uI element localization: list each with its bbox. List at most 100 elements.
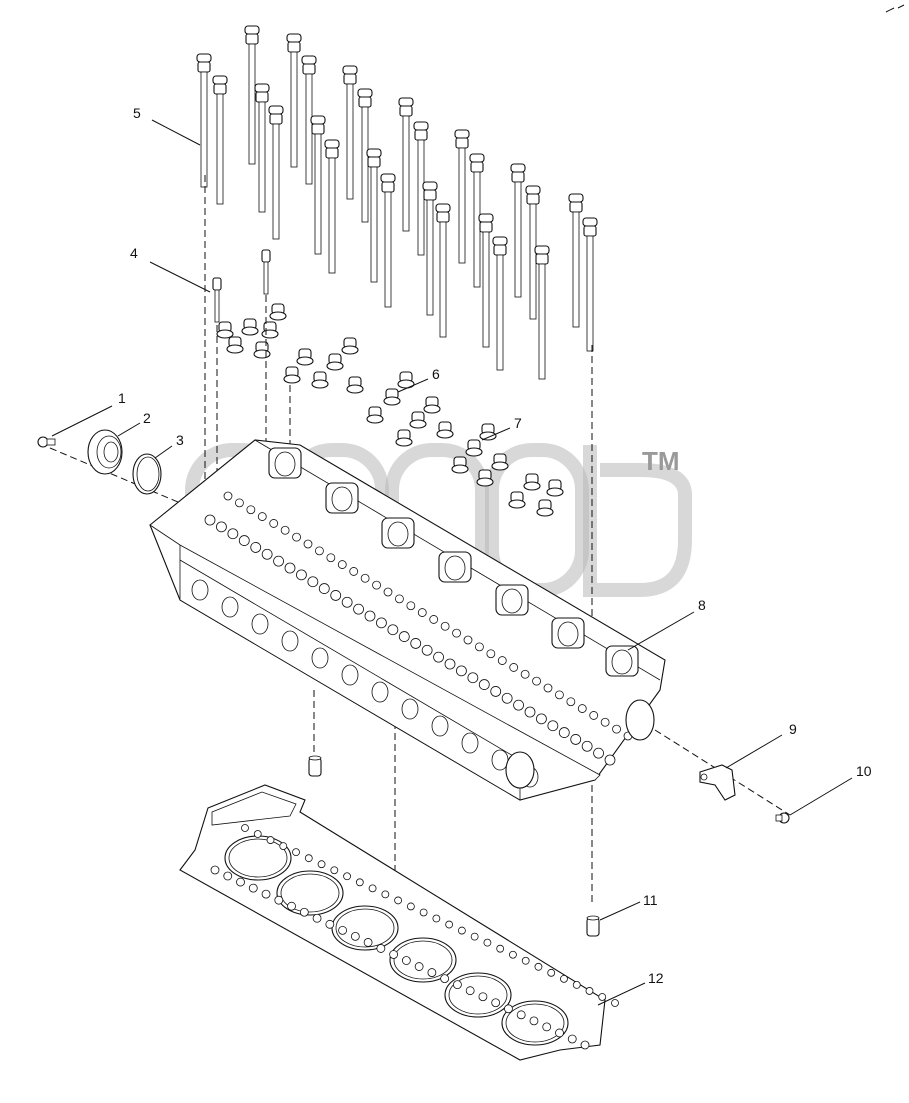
gasket-hole <box>223 871 233 881</box>
head-bolts-group <box>196 25 598 380</box>
gasket-hole <box>266 836 275 844</box>
head-hole <box>315 546 324 556</box>
valve-stem-seal <box>546 479 564 497</box>
head-hole <box>558 727 570 738</box>
short-bolt <box>212 277 222 323</box>
gasket-hole <box>389 950 399 959</box>
callout-3: 3 <box>154 432 184 459</box>
head-hole <box>524 706 536 718</box>
head-bolt <box>268 105 284 240</box>
camshaft-tower <box>381 517 415 549</box>
head-hole <box>490 686 502 697</box>
valve-stem-seal <box>226 336 244 354</box>
valve-stem-seal <box>366 406 384 424</box>
gasket-hole <box>572 980 581 989</box>
gasket-hole <box>236 877 245 887</box>
gasket-hole <box>445 920 454 929</box>
head-hole <box>520 669 530 679</box>
head-hole <box>497 656 507 665</box>
head-hole <box>216 521 227 533</box>
head-hole <box>227 528 239 540</box>
head-hole <box>330 590 342 601</box>
head-hole <box>600 717 610 727</box>
gasket-hole <box>483 938 492 947</box>
gasket-hole <box>376 944 386 953</box>
gasket-hole <box>509 950 517 959</box>
callout-label: 8 <box>698 597 706 613</box>
gasket-hole <box>432 914 441 923</box>
callout-label: 10 <box>856 763 872 779</box>
head-hole <box>463 635 473 645</box>
head-hole <box>421 644 433 656</box>
gasket-hole <box>516 1010 526 1020</box>
valve-stem-seal <box>383 388 401 406</box>
callout-2: 2 <box>117 410 151 437</box>
gasket-hole <box>440 974 450 984</box>
gasket-hole <box>470 932 479 941</box>
callout-7: 7 <box>481 415 522 441</box>
gasket-hole <box>542 1022 552 1032</box>
head-hole <box>604 754 616 766</box>
rear-port <box>505 751 535 789</box>
head-bolt <box>286 33 302 168</box>
callout-label: 7 <box>514 415 522 431</box>
camshaft-tower <box>551 617 585 649</box>
valve-stem-seal <box>261 321 279 339</box>
short-bolt <box>261 249 271 295</box>
gasket-hole <box>529 1016 539 1026</box>
callout-9: 9 <box>725 721 797 769</box>
gasket-hole <box>274 895 284 905</box>
head-hole <box>410 638 422 649</box>
head-hole <box>318 583 330 594</box>
side-port <box>431 715 449 737</box>
side-port <box>401 698 419 720</box>
gasket-hole <box>248 883 258 893</box>
head-bolt <box>435 203 451 338</box>
head-hole <box>246 505 256 515</box>
head-hole <box>250 542 262 553</box>
gasket-hole <box>567 1034 577 1044</box>
valve-stem-seal <box>476 469 494 487</box>
callout-label: 2 <box>143 410 151 426</box>
head-hole <box>456 665 467 677</box>
callout-label: 12 <box>648 970 664 986</box>
head-hole <box>364 610 376 622</box>
dowel-pin <box>586 915 600 937</box>
side-port <box>281 630 299 652</box>
valve-stem-seal <box>536 499 554 517</box>
callout-label: 11 <box>643 892 658 908</box>
gasket-hole <box>598 993 607 1001</box>
head-bolt <box>492 236 508 371</box>
valve-stem-seal <box>311 371 329 389</box>
head-hole <box>280 525 290 535</box>
gasket-hole <box>465 986 475 996</box>
callout-6: 6 <box>397 366 440 393</box>
valve-stem-seal <box>269 303 287 321</box>
short-bolts-group <box>212 249 271 323</box>
dowel-pin <box>308 755 322 777</box>
head-hole <box>444 658 456 670</box>
gasket-hole <box>394 896 403 905</box>
head-hole <box>353 603 364 615</box>
side-port <box>491 749 509 771</box>
head-hole <box>257 512 267 521</box>
valve-stem-seal <box>436 421 454 439</box>
head-hole <box>566 697 576 707</box>
camshaft-tower <box>605 645 639 677</box>
gasket-hole <box>368 884 377 893</box>
gasket-hole <box>287 901 296 911</box>
callout-8: 8 <box>627 597 706 651</box>
callout-11: 11 <box>599 892 658 921</box>
callout-1: 1 <box>51 390 126 437</box>
gasket-hole <box>304 854 313 863</box>
camshaft-tower <box>325 482 359 514</box>
head-hole <box>223 491 233 501</box>
gasket-hole <box>491 998 501 1008</box>
head-hole <box>589 711 599 720</box>
sensor <box>699 764 736 801</box>
callout-10: 10 <box>789 763 872 816</box>
side-port <box>191 579 209 601</box>
gasket-hole <box>419 908 428 917</box>
side-port <box>311 647 329 669</box>
